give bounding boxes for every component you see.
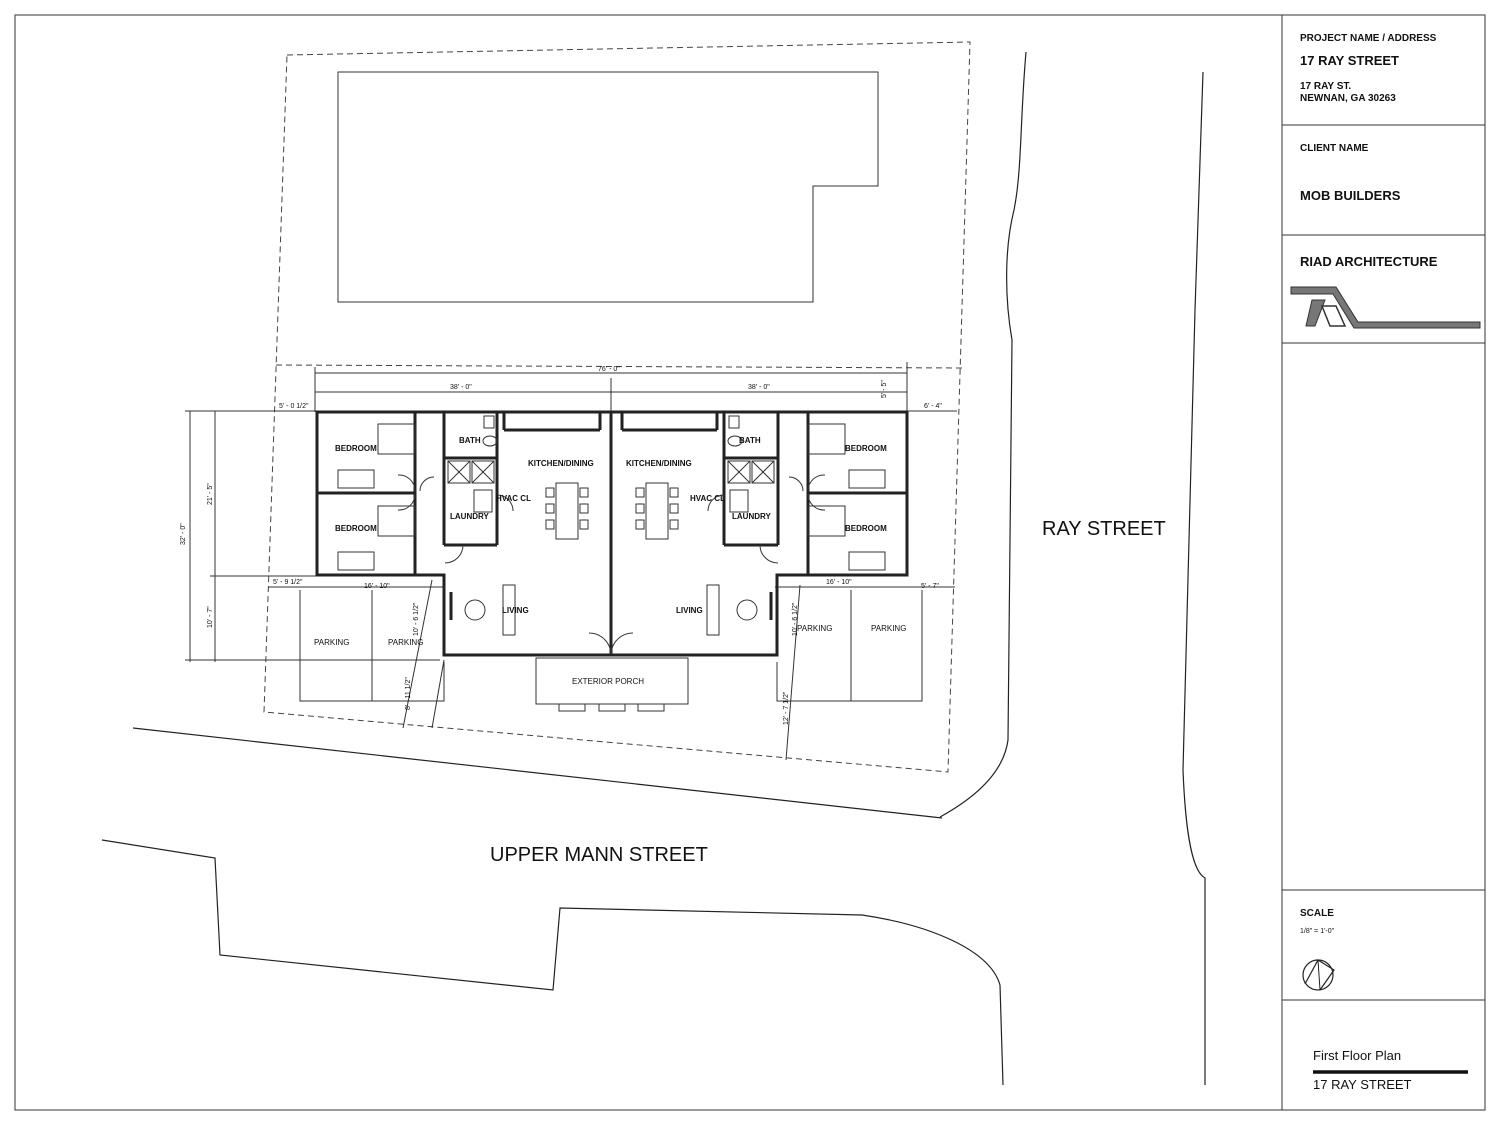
left-kitchen-label: KITCHEN/DINING [528, 459, 594, 468]
dimensions: 76' - 0" 38' - 0" 38' - 0" 5' - 0 1/2" 6… [180, 362, 957, 761]
left-hvac-label: HVAC CL [496, 494, 531, 503]
parking-right-1-label: PARKING [797, 624, 832, 633]
site-context: RAY STREET UPPER MANN STREET [101, 41, 1206, 1086]
dim-right-setback-mid: 5' - 7" [921, 583, 939, 590]
sheet-title: First Floor Plan [1313, 1048, 1401, 1063]
upper-mann-street-label: UPPER MANN STREET [490, 844, 708, 866]
right-kitchen-label: KITCHEN/DINING [626, 459, 692, 468]
dim-lower-depth: 10' - 7" [207, 606, 214, 628]
duplex-building: BEDROOM BEDROOM BATH HVAC CL LAUNDRY KIT… [299, 410, 923, 712]
right-living-label: LIVING [676, 606, 703, 615]
dim-setback-left-top: 5' - 0 1/2" [279, 403, 309, 410]
client-label: CLIENT NAME [1300, 143, 1369, 154]
right-unit: BEDROOM BEDROOM BATH HVAC CL LAUNDRY KIT… [610, 412, 907, 656]
dim-left-front-setback: 8' - 11 1/2" [405, 677, 412, 710]
left-unit: BEDROOM BEDROOM BATH HVAC CL LAUNDRY KIT… [317, 412, 612, 656]
dim-left-wing-width: 16' - 10" [364, 583, 390, 590]
right-bedroom-2-label: BEDROOM [845, 524, 887, 533]
exterior-porch: EXTERIOR PORCH [535, 657, 689, 712]
building-outline [315, 410, 909, 657]
firm-logo [1290, 286, 1481, 329]
dim-setback-right-top: 6' - 4" [924, 403, 942, 410]
scale-label: SCALE [1300, 908, 1334, 919]
porch-label: EXTERIOR PORCH [572, 677, 644, 686]
left-laundry-label: LAUNDRY [450, 512, 489, 521]
title-block: PROJECT NAME / ADDRESS 17 RAY STREET 17 … [1281, 15, 1485, 1110]
dim-right-front-setback: 12' - 7 1/2" [783, 691, 790, 725]
property-line [263, 41, 971, 773]
right-bedroom-1-label: BEDROOM [845, 444, 887, 453]
dim-right-wing-width: 16' - 10" [826, 579, 852, 586]
existing-building [337, 71, 879, 303]
dim-right-porch-depth: 10' - 6 1/2" [792, 602, 799, 636]
left-bath-label: BATH [459, 436, 481, 445]
parking-left-2-label: PARKING [388, 638, 423, 647]
right-bath-label: BATH [739, 436, 761, 445]
firm-name: RIAD ARCHITECTURE [1300, 254, 1438, 269]
right-hvac-label: HVAC CL [690, 494, 725, 503]
parking-left: PARKING PARKING [299, 590, 445, 702]
dim-left-setback-mid: 5' - 9 1/2" [273, 579, 303, 586]
dim-top-right-small: 5' - 5" [881, 380, 888, 398]
ray-street-label: RAY STREET [1042, 518, 1166, 540]
north-arrow-icon [1302, 959, 1335, 991]
left-living-label: LIVING [502, 606, 529, 615]
client-name: MOB BUILDERS [1300, 188, 1401, 203]
sheet-subtitle: 17 RAY STREET [1313, 1077, 1412, 1092]
project-name: 17 RAY STREET [1300, 53, 1399, 68]
dim-overall-depth: 32' - 0" [180, 523, 187, 545]
left-bedroom-2-label: BEDROOM [335, 524, 377, 533]
parking-right: PARKING PARKING [776, 590, 923, 702]
dim-left-porch-depth: 10' - 6 1/2" [413, 602, 420, 636]
project-label: PROJECT NAME / ADDRESS [1300, 33, 1437, 44]
dim-half-width-right: 38' - 0" [748, 384, 770, 391]
dim-half-width-left: 38' - 0" [450, 384, 472, 391]
parking-left-1-label: PARKING [314, 638, 349, 647]
sheet-border [14, 14, 1486, 1111]
left-bedroom-1-label: BEDROOM [335, 444, 377, 453]
address-line-2: NEWNAN, GA 30263 [1300, 93, 1396, 104]
dim-upper-depth: 21' - 5" [207, 483, 214, 505]
parking-right-2-label: PARKING [871, 624, 906, 633]
address-line-1: 17 RAY ST. [1300, 81, 1351, 92]
right-laundry-label: LAUNDRY [732, 512, 771, 521]
scale-value: 1/8" = 1'-0" [1300, 928, 1335, 935]
dim-overall-width: 76' - 0" [598, 366, 620, 373]
